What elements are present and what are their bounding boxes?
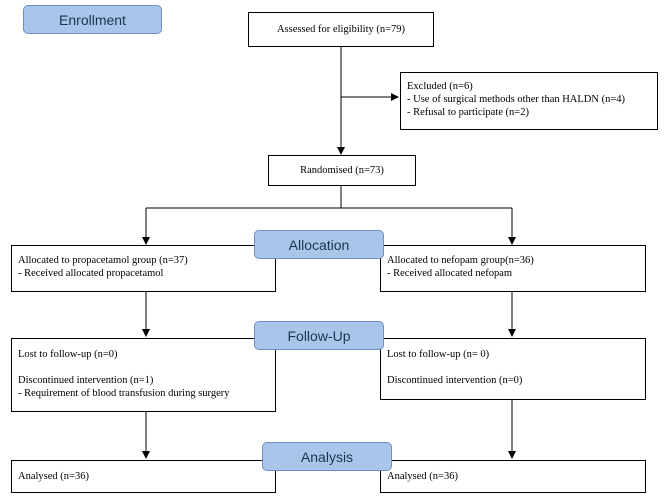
phase-label-allocation-text: Allocation: [288, 236, 350, 253]
left-analysed-text: Analysed (n=36): [18, 471, 89, 482]
right-followup-box: Lost to follow-up (n= 0) Discontinued in…: [380, 338, 646, 400]
left-allocation-text: Allocated to propacetamol group (n=37): [18, 255, 188, 266]
right-analysed-text: Analysed (n=36): [387, 471, 458, 482]
right-allocation-box: Allocated to nefopam group(n=36) - Recei…: [380, 245, 646, 292]
excluded-reason: - Use of surgical methods other than HAL…: [407, 94, 626, 105]
phase-label-allocation: Allocation: [254, 230, 384, 259]
right-followup-lost: Lost to follow-up (n= 0): [387, 349, 490, 360]
phase-label-enrollment: Enrollment: [23, 5, 162, 34]
right-allocation-text: Allocated to nefopam group(n=36): [387, 255, 534, 266]
right-allocation-detail: - Received allocated nefopam: [387, 268, 513, 279]
assessed-box: Assessed for eligibility (n=79): [248, 12, 434, 47]
right-analysis-box: Analysed (n=36): [380, 460, 646, 493]
phase-label-analysis: Analysis: [262, 442, 392, 471]
left-followup-box: Lost to follow-up (n=0) Discontinued int…: [11, 338, 276, 412]
phase-label-enrollment-text: Enrollment: [59, 11, 126, 28]
excluded-reason: - Refusal to participate (n=2): [407, 107, 529, 118]
left-followup-lost: Lost to follow-up (n=0): [18, 349, 118, 360]
randomised-box: Randomised (n=73): [268, 155, 416, 186]
excluded-title: Excluded (n=6): [407, 81, 473, 92]
left-analysis-box: Analysed (n=36): [11, 460, 276, 493]
phase-label-follow-up: Follow-Up: [254, 321, 384, 350]
phase-label-follow-up-text: Follow-Up: [287, 327, 351, 344]
left-allocation-box: Allocated to propacetamol group (n=37) -…: [11, 245, 276, 292]
left-followup-discontinued: Discontinued intervention (n=1): [18, 375, 154, 386]
assessed-text: Assessed for eligibility (n=79): [276, 24, 406, 35]
left-followup-reason: - Requirement of blood transfusion durin…: [18, 388, 230, 399]
phase-label-analysis-text: Analysis: [300, 448, 354, 465]
left-allocation-detail: - Received allocated propacetamol: [18, 268, 164, 279]
right-followup-discontinued: Discontinued intervention (n=0): [387, 375, 523, 386]
excluded-box: Excluded (n=6) - Use of surgical methods…: [400, 72, 658, 130]
randomised-text: Randomised (n=73): [300, 165, 384, 176]
